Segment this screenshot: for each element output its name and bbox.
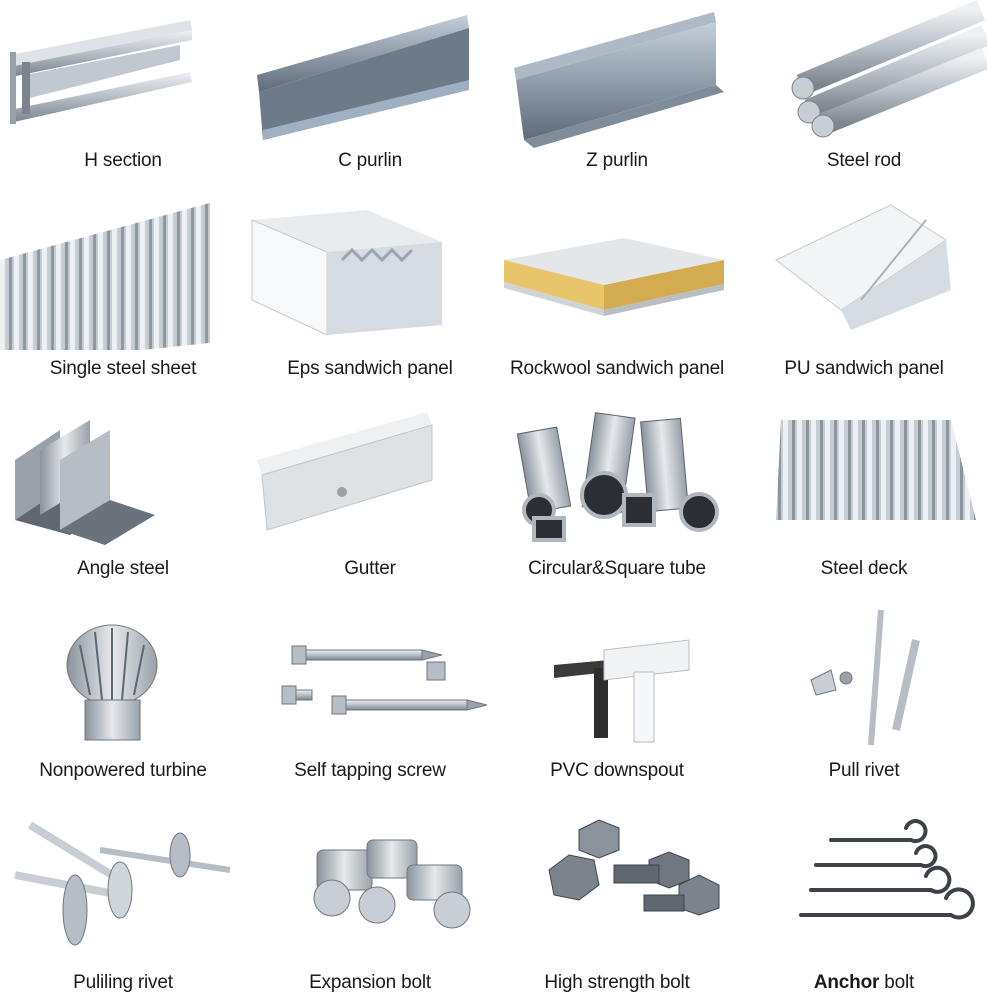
product-circular-square-tube: Circular&Square tube bbox=[494, 400, 740, 600]
product-pu-sandwich-panel: PU sandwich panel bbox=[741, 200, 987, 400]
expansion-bolt-icon bbox=[247, 800, 493, 950]
product-label: Anchor bolt bbox=[741, 972, 987, 994]
gutter-icon bbox=[247, 400, 493, 550]
product-label: Self tapping screw bbox=[294, 760, 446, 781]
c-purlin-icon bbox=[247, 0, 493, 150]
product-label: Steel deck bbox=[820, 558, 908, 579]
turbine-icon bbox=[0, 600, 246, 750]
pull-rivet-icon bbox=[741, 600, 987, 750]
product-label: Steel rod bbox=[826, 150, 902, 171]
product-z-purlin: Z purlin bbox=[494, 0, 740, 200]
corrugated-sheet-icon bbox=[0, 200, 246, 350]
product-steel-deck: Steel deck bbox=[741, 400, 987, 600]
product-label: Single steel sheet bbox=[49, 358, 197, 379]
product-label: Z purlin bbox=[586, 150, 648, 171]
steel-deck-icon bbox=[741, 400, 987, 550]
product-label-bold: Anchor bbox=[813, 972, 880, 993]
product-label: Expansion bolt bbox=[309, 972, 431, 993]
z-purlin-icon bbox=[494, 0, 740, 150]
eps-panel-icon bbox=[247, 200, 493, 350]
product-expansion-bolt: Expansion bolt bbox=[247, 800, 493, 1000]
rockwool-panel-icon bbox=[494, 200, 740, 350]
product-label: PU sandwich panel bbox=[784, 358, 944, 379]
anchor-bolt-icon bbox=[741, 800, 987, 950]
product-label: Puliling rivet bbox=[73, 972, 173, 993]
steel-rod-icon bbox=[741, 0, 987, 150]
product-label: Gutter bbox=[344, 558, 396, 579]
product-label: High strength bolt bbox=[544, 972, 690, 993]
product-eps-sandwich-panel: Eps sandwich panel bbox=[247, 200, 493, 400]
product-label: Angle steel bbox=[77, 558, 169, 579]
downspout-icon bbox=[494, 600, 740, 750]
product-steel-rod: Steel rod bbox=[741, 0, 987, 200]
product-c-purlin: C purlin bbox=[247, 0, 493, 200]
product-pvc-downspout: PVC downspout bbox=[494, 600, 740, 800]
product-h-section: H section bbox=[0, 0, 246, 200]
product-puliling-rivet: Puliling rivet bbox=[0, 800, 246, 1000]
product-label: H section bbox=[84, 150, 162, 171]
h-beam-icon bbox=[0, 0, 246, 150]
product-single-steel-sheet: Single steel sheet bbox=[0, 200, 246, 400]
pu-panel-icon bbox=[741, 200, 987, 350]
rivet-icon bbox=[0, 800, 246, 950]
product-rockwool-sandwich-panel: Rockwool sandwich panel bbox=[494, 200, 740, 400]
angle-steel-icon bbox=[0, 400, 246, 550]
product-label: Pull rivet bbox=[828, 760, 900, 781]
product-label: Rockwool sandwich panel bbox=[509, 358, 725, 379]
product-high-strength-bolt: High strength bolt bbox=[494, 800, 740, 1000]
screw-icon bbox=[247, 600, 493, 750]
product-anchor-bolt: Anchor bolt bbox=[741, 800, 987, 1000]
product-angle-steel: Angle steel bbox=[0, 400, 246, 600]
product-label-rest: bolt bbox=[879, 972, 915, 993]
hex-bolt-icon bbox=[494, 800, 740, 950]
tube-icon bbox=[494, 400, 740, 550]
product-gutter: Gutter bbox=[247, 400, 493, 600]
product-nonpowered-turbine: Nonpowered turbine bbox=[0, 600, 246, 800]
product-label: PVC downspout bbox=[550, 760, 684, 781]
product-label: Nonpowered turbine bbox=[39, 760, 207, 781]
product-pull-rivet: Pull rivet bbox=[741, 600, 987, 800]
product-self-tapping-screw: Self tapping screw bbox=[247, 600, 493, 800]
product-label: Eps sandwich panel bbox=[287, 358, 453, 379]
product-label: Circular&Square tube bbox=[528, 558, 706, 579]
product-label: C purlin bbox=[338, 150, 402, 171]
